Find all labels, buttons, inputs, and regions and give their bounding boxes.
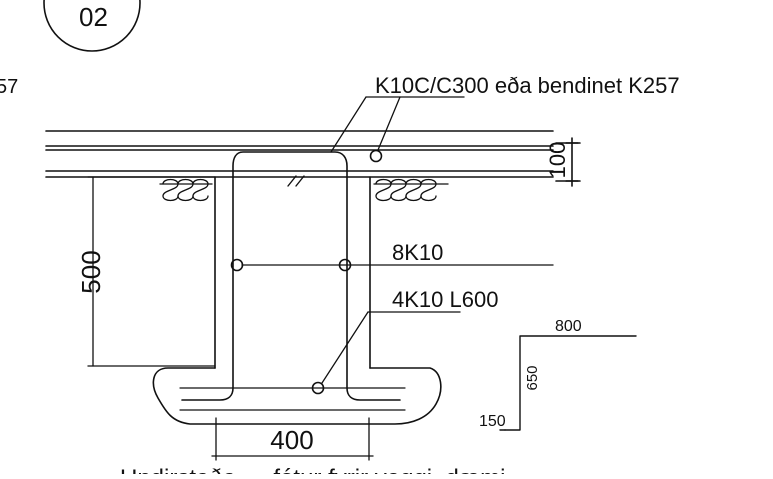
lower-rebar-label: 4K10 L600 xyxy=(392,287,498,312)
floor-slab xyxy=(45,130,554,178)
bent-bar-hook-label: 150 xyxy=(479,413,506,430)
detail-number: 02 xyxy=(79,2,108,32)
leader-lines xyxy=(241,96,554,384)
wall-height-label: 500 xyxy=(76,250,106,293)
rebar-dot-bottom xyxy=(311,381,325,395)
middle-rebar-label: 8K10 xyxy=(392,240,443,265)
break-mark xyxy=(287,175,297,187)
drawing-caption: Undirstaða — fótur fyrir veggi, dæmi xyxy=(120,465,505,474)
rebar-dot-top xyxy=(369,149,383,163)
bent-bar-vertical-label: 650 xyxy=(524,365,541,390)
footing-bars xyxy=(179,387,406,411)
footing-width-label: 400 xyxy=(270,425,313,455)
footing-width-dimension xyxy=(211,417,374,461)
top-rebar-label: K10C/C300 eða bendinet K257 xyxy=(375,73,680,98)
insulation-left xyxy=(159,178,213,202)
detail-left-fragment: 57 xyxy=(0,76,18,98)
insulation-right xyxy=(373,178,449,202)
detail-number-circle xyxy=(43,0,141,52)
foundation-wall xyxy=(214,176,371,369)
wall-height-dimension xyxy=(87,176,216,367)
bent-bar-horizontal-label: 800 xyxy=(555,318,582,335)
slab-thickness-label: 100 xyxy=(545,142,570,179)
footing-outline xyxy=(152,367,442,425)
bent-bar-schematic xyxy=(499,335,637,431)
slab-thickness-dimension xyxy=(555,137,581,187)
